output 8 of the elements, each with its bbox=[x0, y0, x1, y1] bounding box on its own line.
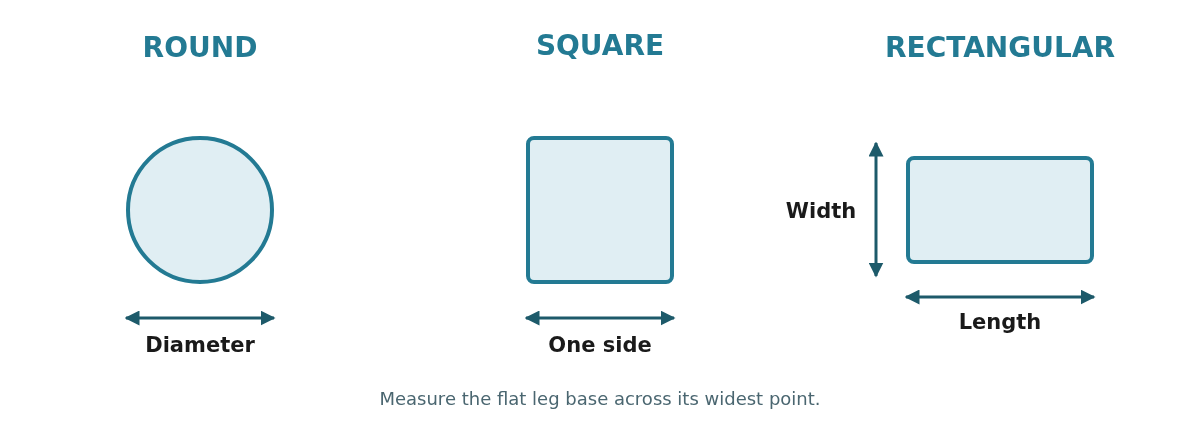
shape-heading: RECTANGULAR bbox=[884, 30, 1116, 64]
caption: Measure the flat leg base across its widest point. bbox=[378, 388, 822, 409]
dimension-label: One side bbox=[548, 333, 652, 357]
dimension-label: Width bbox=[785, 199, 857, 223]
dimension-label: Length bbox=[958, 310, 1042, 334]
shape-heading: ROUND bbox=[142, 30, 258, 64]
shape-heading: SQUARE bbox=[535, 28, 665, 62]
dimension-label: Diameter bbox=[145, 333, 255, 357]
